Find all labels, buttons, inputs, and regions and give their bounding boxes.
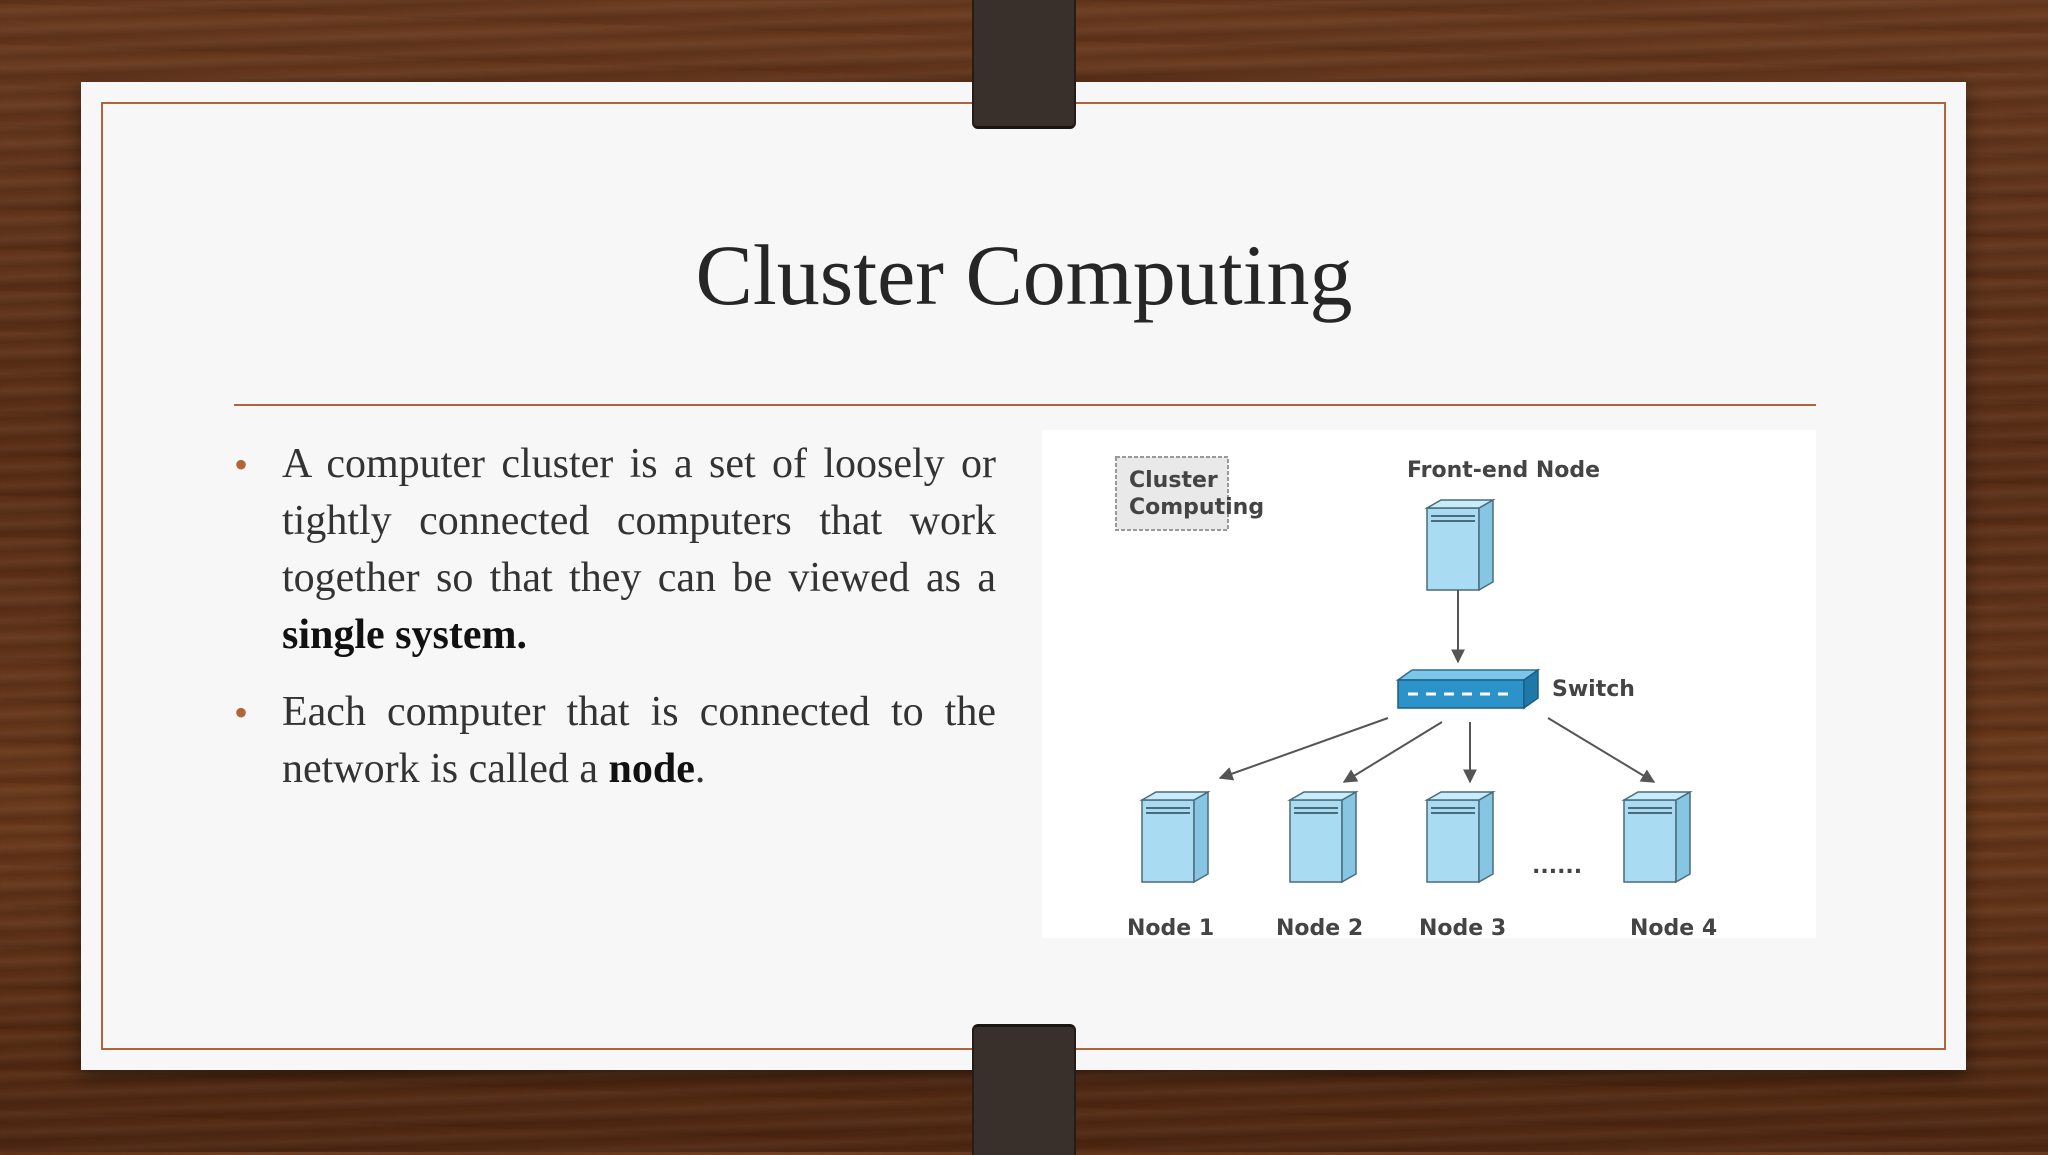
node-label: Node 2 [1276, 916, 1363, 938]
slide-title: Cluster Computing [695, 227, 1353, 323]
binder-clip-bottom [972, 1024, 1076, 1155]
bullet-text: Each computer that is connected to the n… [282, 689, 996, 792]
node-server-icon [1623, 791, 1691, 883]
title-divider [234, 404, 1816, 406]
bullet-bold: single system. [282, 612, 527, 658]
node-server-icon [1141, 791, 1209, 883]
bullet-text-end: . [694, 746, 706, 792]
ellipsis-label: ...... [1532, 854, 1582, 879]
caption-line2: Computing [1129, 495, 1264, 520]
bullet-item: • Each computer that is connected to the… [234, 684, 996, 798]
node-label: Node 4 [1630, 916, 1717, 938]
arrow-switch-node4 [1547, 717, 1656, 783]
bullet-dot: • [234, 442, 249, 487]
bullet-bold: node [608, 746, 695, 792]
switch-icon [1395, 668, 1541, 710]
node-server-icon [1289, 791, 1357, 883]
node-label: Node 3 [1419, 916, 1506, 938]
front-end-label: Front-end Node [1407, 458, 1600, 483]
bullet-text: A computer cluster is a set of loosely o… [282, 441, 996, 601]
binder-clip-top [972, 0, 1076, 129]
bullet-list: • A computer cluster is a set of loosely… [234, 436, 996, 818]
bullet-item: • A computer cluster is a set of loosely… [234, 436, 996, 664]
caption-line1: Cluster [1129, 468, 1218, 493]
switch-label: Switch [1552, 677, 1635, 702]
cluster-diagram: Cluster Computing Front-end Node Switch … [1042, 430, 1816, 938]
caption-box: Cluster Computing [1115, 456, 1264, 531]
cluster-diagram-svg: Cluster Computing Front-end Node Switch … [1115, 456, 1717, 938]
arrow-switch-node2 [1342, 721, 1443, 783]
arrow-switch-node1 [1218, 717, 1389, 781]
node-server-icon [1426, 791, 1494, 883]
bullet-dot: • [234, 690, 249, 735]
front-end-server-icon [1426, 499, 1494, 591]
node-label: Node 1 [1127, 916, 1214, 938]
